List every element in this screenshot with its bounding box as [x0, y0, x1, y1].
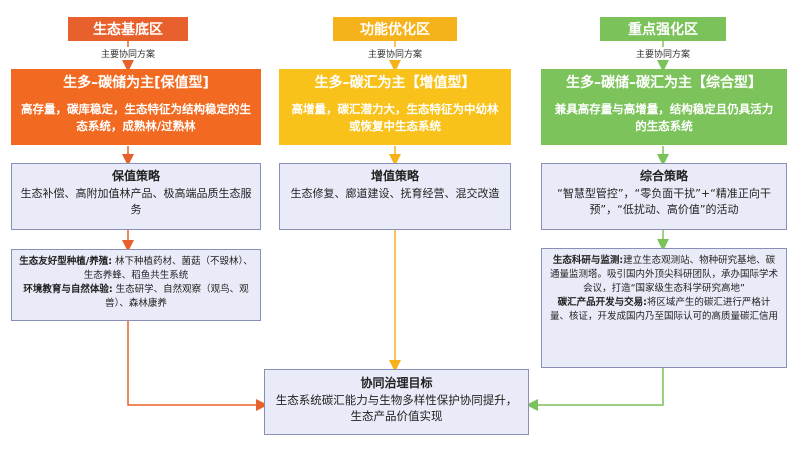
- zone-tag-label: 生态基底区: [93, 22, 163, 38]
- strategy-box-preserve: 保值策略 生态补偿、高附加值林产品、极高端品质生态服务: [11, 163, 261, 230]
- zone-tag-base: 生态基底区: [68, 17, 188, 41]
- detail-text: 生态研学、自然观察（观鸟、观兽）、森林康养: [105, 284, 249, 309]
- type-desc: 高存量，碳库稳定，生态特征为结构稳定的生态系统，成熟林/过熟林: [21, 102, 251, 133]
- zone-tag-key: 重点强化区: [600, 17, 726, 41]
- detail-item: 碳汇产品开发与交易:将区域产生的碳汇进行严格计量、核证，开发成国内乃至国际认可的…: [549, 296, 779, 324]
- strategy-text: 生态修复、廊道建设、抚育经营、混交改造: [290, 187, 500, 200]
- strategy-title: 保值策略: [111, 169, 160, 183]
- type-box-comprehensive: 生多–碳储–碳汇为主【综合型】 兼具高存量与高增量，结构稳定且仍具活力的生态系统: [541, 69, 787, 145]
- arrow-green-4: [526, 368, 664, 411]
- type-desc: 高增量，碳汇潜力大，生态特征为中幼林或恢复中生态系统: [291, 102, 499, 133]
- goal-box: 协同治理目标 生态系统碳汇能力与生物多样性保护协同提升，生态产品价值实现: [264, 369, 529, 435]
- plan-label-text: 主要协同方案: [100, 50, 155, 60]
- strategy-title: 增值策略: [370, 169, 419, 183]
- goal-title: 协同治理目标: [360, 376, 433, 390]
- detail-box-preserve: 生态友好型种植/养殖: 林下种植药材、菌菇（不毁林）、生态养蜂、稻鱼共生系统 环…: [11, 249, 261, 321]
- plan-label-3: 主要协同方案: [615, 47, 711, 60]
- plan-label-text: 主要协同方案: [367, 50, 422, 60]
- zone-tag-function: 功能优化区: [333, 17, 457, 41]
- type-desc: 兼具高存量与高增量，结构稳定且仍具活力的生态系统: [554, 102, 774, 133]
- strategy-text: 生态补偿、高附加值林产品、极高端品质生态服务: [20, 187, 252, 216]
- strategy-box-comprehensive: 综合策略 “智慧型管控”，“零负面干扰”+“精准正向干预”，“低扰动、高价值”的…: [541, 163, 787, 230]
- detail-label: 碳汇产品开发与交易:: [557, 297, 647, 308]
- type-title: 生多–碳储–碳汇为主【综合型】: [566, 75, 762, 91]
- detail-label: 环境教育与自然体验:: [23, 284, 113, 295]
- plan-label-1: 主要协同方案: [80, 47, 176, 60]
- plan-label-text: 主要协同方案: [635, 50, 690, 60]
- strategy-title: 综合策略: [639, 169, 688, 183]
- type-box-preserve: 生多–碳储为主[保值型] 高存量，碳库稳定，生态特征为结构稳定的生态系统，成熟林…: [11, 69, 261, 145]
- zone-tag-label: 功能优化区: [360, 22, 430, 38]
- detail-label: 生态友好型种植/养殖:: [19, 256, 112, 267]
- detail-text: 将区域产生的碳汇进行严格计量、核证，开发成国内乃至国际认可的高质量碳汇信用: [549, 297, 778, 322]
- goal-text: 生态系统碳汇能力与生物多样性保护协同提升，生态产品价值实现: [275, 393, 518, 423]
- detail-item: 生态科研与监测:建立生态观测站、物种研究基地、碳通量监测塔。吸引国内外顶尖科研团…: [549, 254, 779, 296]
- detail-text: 建立生态观测站、物种研究基地、碳通量监测塔。吸引国内外顶尖科研团队，承办国际学术…: [549, 255, 778, 294]
- detail-label: 生态科研与监测:: [552, 255, 624, 266]
- detail-item: 生态友好型种植/养殖: 林下种植药材、菌菇（不毁林）、生态养蜂、稻鱼共生系统: [19, 255, 253, 283]
- type-title: 生多–碳汇为主【增值型】: [314, 75, 476, 91]
- zone-tag-label: 重点强化区: [628, 22, 698, 38]
- type-title: 生多–碳储为主[保值型]: [63, 75, 209, 91]
- detail-box-comprehensive: 生态科研与监测:建立生态观测站、物种研究基地、碳通量监测塔。吸引国内外顶尖科研团…: [541, 248, 787, 368]
- strategy-text: “智慧型管控”，“零负面干扰”+“精准正向干预”，“低扰动、高价值”的活动: [557, 187, 771, 216]
- strategy-box-increase: 增值策略 生态修复、廊道建设、抚育经营、混交改造: [279, 163, 511, 230]
- detail-text: 林下种植药材、菌菇（不毁林）、生态养蜂、稻鱼共生系统: [83, 256, 253, 281]
- arrow-orange-4: [127, 321, 268, 411]
- plan-label-2: 主要协同方案: [347, 47, 443, 60]
- detail-item: 环境教育与自然体验: 生态研学、自然观察（观鸟、观兽）、森林康养: [19, 283, 253, 311]
- type-box-increase: 生多–碳汇为主【增值型】 高增量，碳汇潜力大，生态特征为中幼林或恢复中生态系统: [279, 69, 511, 145]
